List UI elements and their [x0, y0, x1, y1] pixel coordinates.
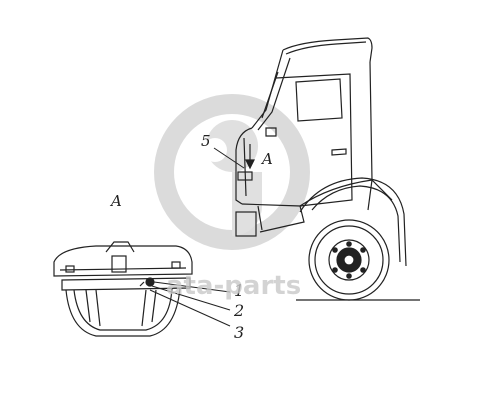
- cab-view-label: A: [260, 150, 273, 168]
- detail-view-label: A: [109, 192, 122, 210]
- view-arrow: [245, 144, 255, 170]
- lamp-detail: [53, 241, 193, 337]
- front-wheel: [308, 219, 390, 301]
- watermark-text: ata-parts: [166, 271, 301, 301]
- callout-number-3: 3: [234, 323, 244, 342]
- cab-callout-number: 5: [201, 132, 211, 150]
- cab-callout-leader: [213, 147, 245, 169]
- truck-cab: [235, 37, 420, 301]
- watermark-logo: [154, 94, 310, 250]
- callout-number-1: 1: [234, 281, 244, 300]
- callout-number-2: 2: [233, 301, 244, 320]
- detail-callout-leaders: [149, 281, 231, 327]
